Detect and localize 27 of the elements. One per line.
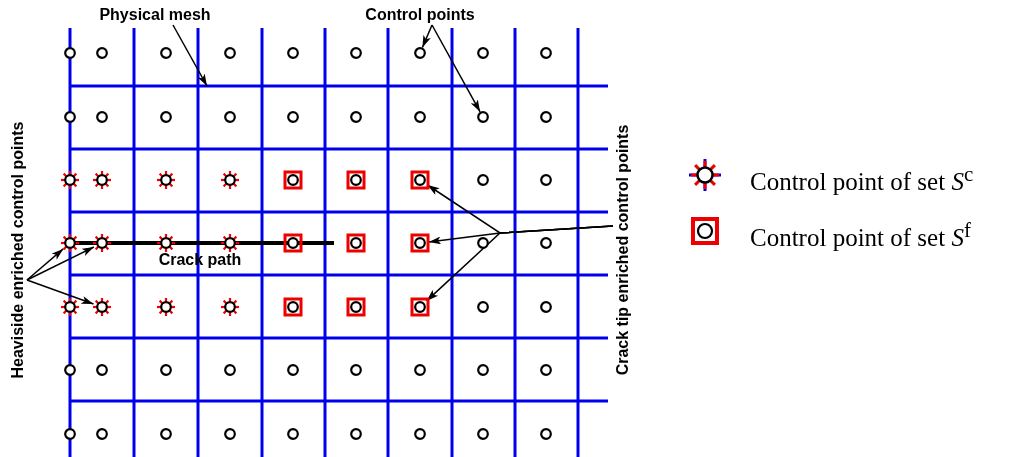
starred-control-point: [92, 297, 112, 317]
boxed-control-point: [283, 170, 303, 190]
boxed-control-point: [346, 297, 366, 317]
leader-arrow: [26, 279, 95, 305]
boxed-control-point: [410, 297, 430, 317]
boxed-control-point: [346, 170, 366, 190]
leader-arrow: [172, 24, 208, 87]
boxed-control-point: [346, 233, 366, 253]
leader-arrow: [421, 24, 433, 49]
callout-label: Control points: [365, 6, 475, 24]
legend-text: Control point of set S$^{f}$: [750, 217, 971, 253]
boxed-control-point: [410, 170, 430, 190]
leader-arrow: [26, 248, 64, 281]
boxed-control-point: [283, 297, 303, 317]
boxed-control-point: [283, 233, 303, 253]
legend-text: Control point of set S$^{c}$: [750, 161, 974, 197]
leader-arrow: [431, 24, 481, 113]
starred-control-point: [92, 233, 112, 253]
callout-label: Physical mesh: [99, 6, 211, 24]
control-point: [413, 46, 427, 60]
boxed-control-point: [410, 233, 430, 253]
starred-control-point: [60, 233, 80, 253]
leader-arrow: [425, 225, 614, 302]
leader-arrow: [26, 246, 95, 281]
vertical-callout-label: Crack tip enriched control points: [614, 124, 632, 376]
vertical-callout-label: Heaviside enriched control points: [9, 121, 27, 379]
control-point: [476, 110, 490, 124]
